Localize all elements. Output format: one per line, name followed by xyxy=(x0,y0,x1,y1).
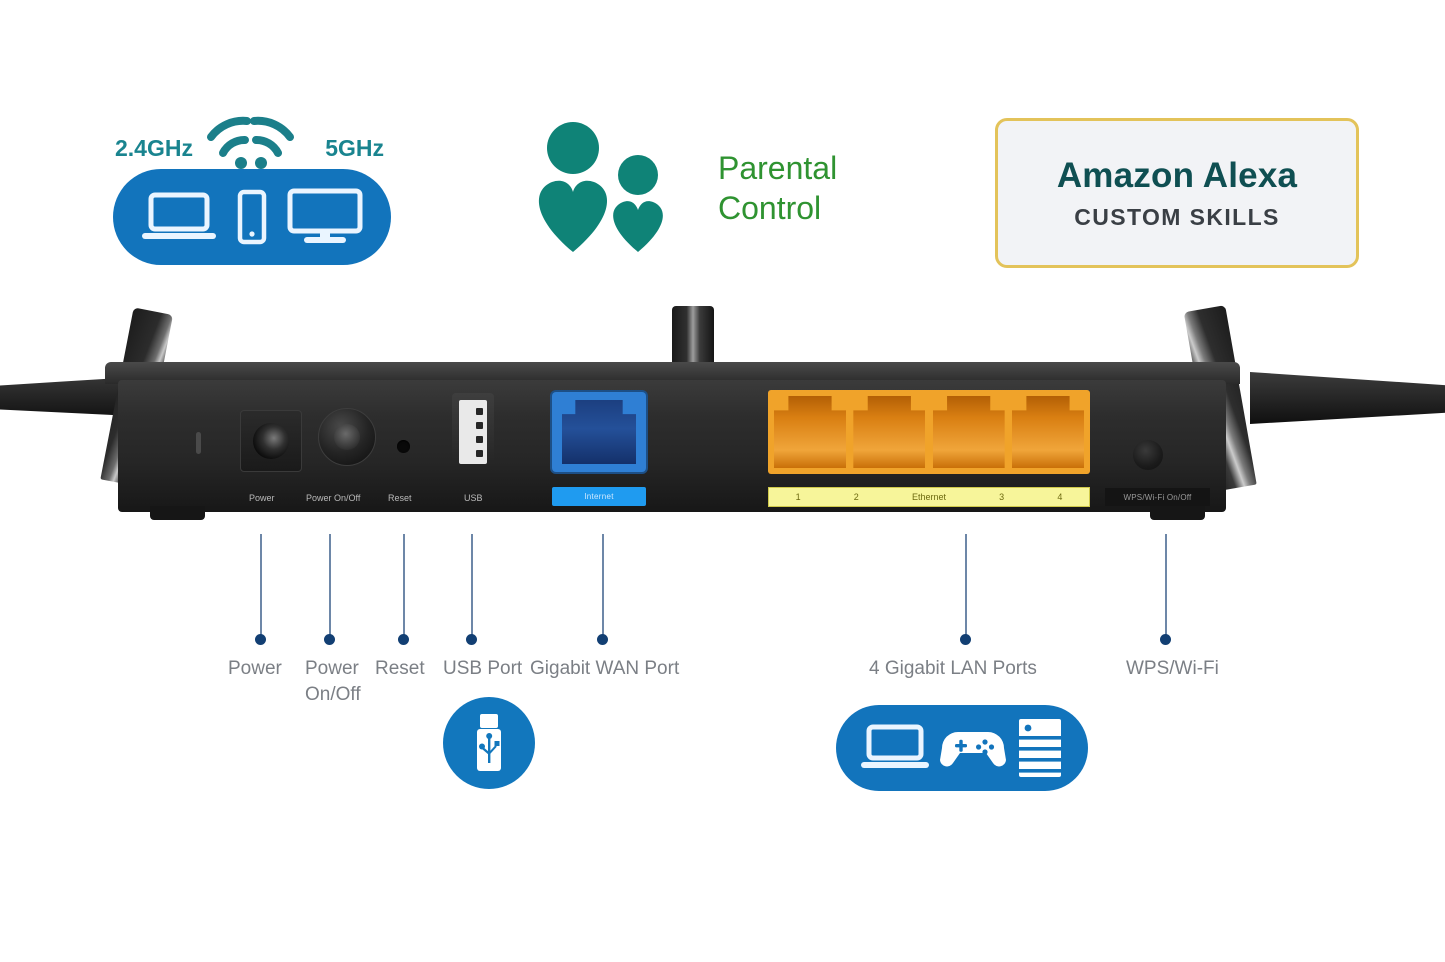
panel-text-power: Power xyxy=(249,493,275,503)
lan-num-2: 2 xyxy=(853,492,859,502)
panel-text-usb: USB xyxy=(464,493,483,503)
lan-port-3[interactable] xyxy=(932,396,1005,468)
internet-label: Internet xyxy=(584,492,614,501)
router-foot-left xyxy=(150,506,205,520)
wps-label-strip: WPS/Wi-Fi On/Off xyxy=(1105,488,1210,506)
wps-panel-label: WPS/Wi-Fi On/Off xyxy=(1123,492,1192,502)
usb-feature-badge xyxy=(443,697,535,789)
power-button[interactable] xyxy=(318,408,376,466)
callout-power-on-off-line2: On/Off xyxy=(305,684,361,705)
callout-usb-port: USB Port xyxy=(443,658,523,679)
lan-num-3: 3 xyxy=(999,492,1005,502)
amazon-alexa-badge: Amazon Alexa CUSTOM SKILLS xyxy=(995,118,1359,268)
laptop-icon xyxy=(142,192,217,239)
reset-pinhole[interactable] xyxy=(397,440,410,453)
parental-line-1: Parental xyxy=(718,150,838,186)
callout-power: Power xyxy=(228,658,282,679)
alexa-title: Amazon Alexa xyxy=(1056,155,1298,195)
lan-num-4: 4 xyxy=(1057,492,1063,502)
ethernet-label-strip: 1 2 Ethernet 3 4 xyxy=(768,487,1090,507)
leader-line-reset xyxy=(403,534,405,639)
callout-dot-reset xyxy=(398,634,409,645)
side-indicator xyxy=(196,432,201,454)
dc-power-jack[interactable] xyxy=(240,410,302,472)
device-pill xyxy=(113,169,391,265)
smartphone-icon xyxy=(237,189,267,245)
callout-4-gigabit-lan-ports: 4 Gigabit LAN Ports xyxy=(869,658,1037,679)
panel-text-reset: Reset xyxy=(388,493,412,503)
callout-dot-power xyxy=(255,634,266,645)
monitor-icon xyxy=(287,188,363,243)
leader-line-power-on-off xyxy=(329,534,331,639)
callout-dot-lan xyxy=(960,634,971,645)
band-5ghz-label: 5GHz xyxy=(325,135,384,161)
callout-power-on-off: Power On/Off xyxy=(305,656,361,708)
alexa-subtitle: CUSTOM SKILLS xyxy=(1074,203,1280,230)
leader-line-wan xyxy=(602,534,604,639)
callout-wps-wifi: WPS/Wi-Fi xyxy=(1126,658,1219,679)
lan-feature-badge xyxy=(836,705,1088,791)
callout-power-on-off-line1: Power xyxy=(305,658,359,679)
parental-line-2: Control xyxy=(718,190,822,226)
lan-port-2[interactable] xyxy=(853,396,926,468)
leader-line-usb xyxy=(471,534,473,639)
callout-reset: Reset xyxy=(375,658,425,679)
lan-num-1: 1 xyxy=(795,492,801,502)
parental-control-text: Parental Control xyxy=(718,148,837,228)
nas-server-icon xyxy=(1019,719,1062,777)
usb-port[interactable] xyxy=(459,400,487,464)
router-device xyxy=(0,300,1445,530)
callout-dot-wps xyxy=(1160,634,1171,645)
parent-child-heart-icon xyxy=(538,122,663,252)
dual-band-badge: 2.4GHz 5GHz xyxy=(105,85,391,280)
callout-dot-power-on-off xyxy=(324,634,335,645)
wifi-arcs-icon xyxy=(207,116,294,169)
lan-ports-block[interactable] xyxy=(768,390,1090,474)
callout-dot-usb xyxy=(466,634,477,645)
callout-gigabit-wan-port: Gigabit WAN Port xyxy=(530,658,680,679)
antenna-fin-right xyxy=(1250,372,1445,424)
leader-line-lan xyxy=(965,534,967,639)
leader-line-wps xyxy=(1165,534,1167,639)
band-row: 2.4GHz 5GHz xyxy=(105,109,390,171)
gamepad-icon xyxy=(939,732,1006,767)
panel-text-power-on-off: Power On/Off xyxy=(306,493,361,503)
router-foot-right xyxy=(1150,506,1205,520)
laptop-icon xyxy=(860,724,929,768)
leader-line-power xyxy=(260,534,262,639)
wps-wifi-button[interactable] xyxy=(1133,440,1163,470)
parental-control-badge: Parental Control xyxy=(530,110,890,270)
usb-flash-drive-icon xyxy=(477,714,501,771)
ethernet-word: Ethernet xyxy=(911,492,946,502)
lan-port-1[interactable] xyxy=(774,396,846,468)
router-body-top xyxy=(105,362,1240,384)
callout-dot-wan xyxy=(597,634,608,645)
internet-label-strip: Internet xyxy=(552,487,646,506)
lan-port-4[interactable] xyxy=(1011,396,1084,468)
band-2_4ghz-label: 2.4GHz xyxy=(115,135,193,161)
